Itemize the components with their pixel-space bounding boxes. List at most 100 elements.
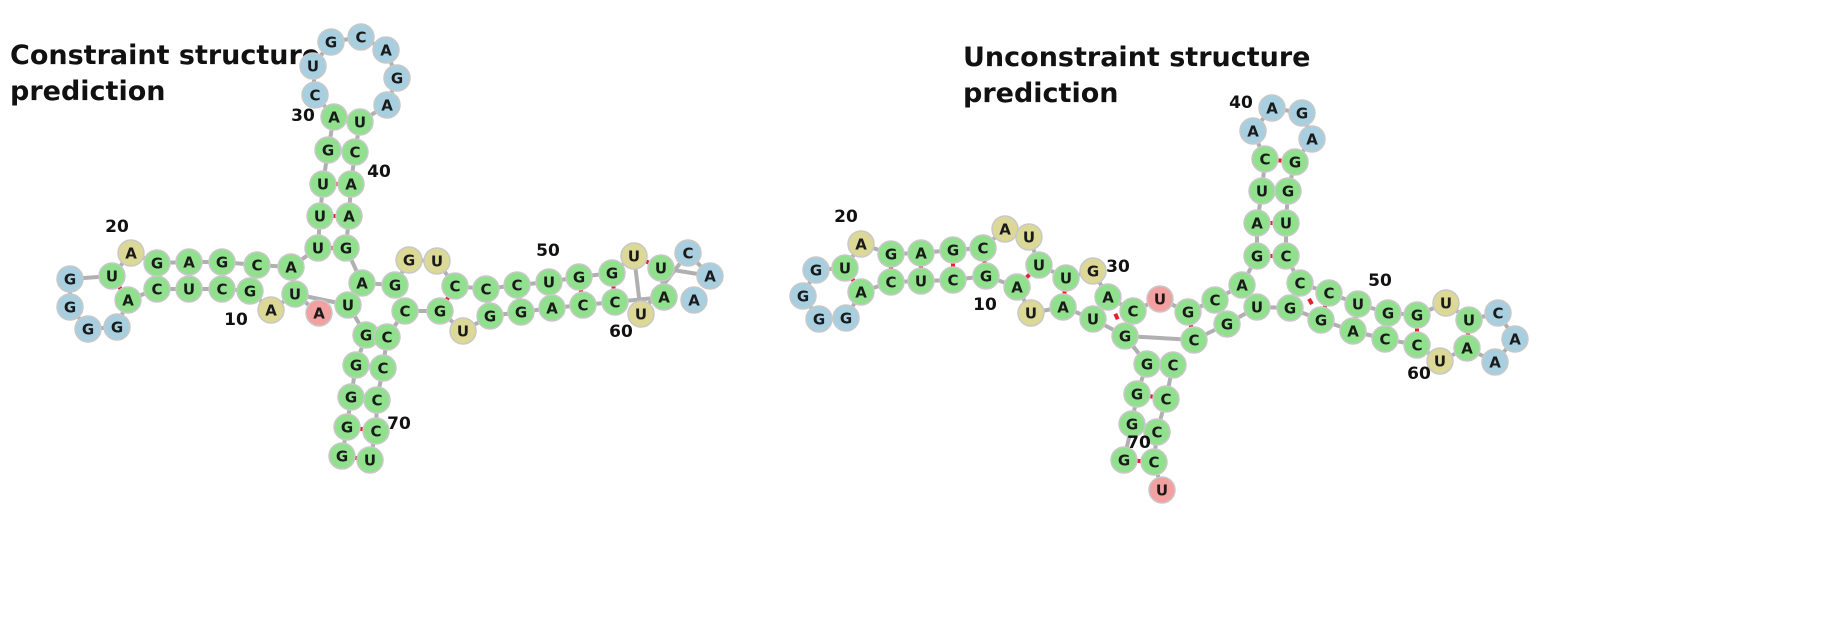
nucleotide: C: [939, 266, 967, 294]
nucleotide-label: A: [658, 289, 670, 307]
nucleotide-circle: [309, 170, 337, 198]
nucleotide-circle: [627, 300, 655, 328]
nucleotide-label: A: [1266, 100, 1278, 118]
nucleotide-label: A: [1236, 277, 1248, 295]
nucleotide-label: C: [1167, 357, 1178, 375]
nucleotide-label: U: [354, 114, 366, 132]
nucleotide-label: C: [609, 294, 620, 312]
nucleotide: U: [334, 291, 362, 319]
nucleotide-label: G: [216, 254, 228, 272]
nucleotide-label: G: [1284, 300, 1296, 318]
nucleotide-label: U: [1251, 299, 1263, 317]
nucleotide-circle: [362, 417, 390, 445]
nucleotide: U: [907, 267, 935, 295]
nucleotide-circle: [356, 446, 384, 474]
nucleotide: C: [1180, 326, 1208, 354]
nucleotide: G: [1281, 148, 1309, 176]
nucleotide-label: C: [977, 240, 988, 258]
nucleotide-label: C: [1280, 248, 1291, 266]
nucleotide: G: [476, 302, 504, 330]
position-number-label: 20: [105, 217, 129, 237]
nucleotide-label: C: [251, 257, 262, 275]
nucleotide-label: G: [797, 288, 809, 306]
nucleotide-label: C: [1160, 391, 1171, 409]
nucleotide-label: C: [511, 277, 522, 295]
nucleotide: A: [117, 239, 145, 267]
nucleotide-label: U: [1154, 291, 1166, 309]
nucleotide: G: [1403, 301, 1431, 329]
nucleotide: C: [877, 268, 905, 296]
nucleotide-circle: [1180, 326, 1208, 354]
nucleotide: C: [362, 417, 390, 445]
nucleotide-circle: [789, 282, 817, 310]
nucleotide: C: [472, 275, 500, 303]
nucleotide-circle: [680, 286, 708, 314]
nucleotide: C: [1119, 297, 1147, 325]
nucleotide: A: [1501, 325, 1529, 353]
nucleotide: G: [328, 442, 356, 470]
nucleotide-circle: [208, 248, 236, 276]
nucleotide: A: [1453, 334, 1481, 362]
nucleotide-label: C: [1411, 337, 1422, 355]
nucleotide-label: A: [1509, 331, 1521, 349]
nucleotide-label: C: [381, 329, 392, 347]
nucleotide: G: [332, 234, 360, 262]
nucleotide: U: [98, 262, 126, 290]
nucleotide-label: A: [313, 305, 325, 323]
nucleotide-circle: [175, 275, 203, 303]
position-number-label: 60: [1407, 364, 1431, 384]
nucleotide-label: U: [307, 58, 319, 76]
nucleotide-label: A: [855, 284, 867, 302]
nucleotide: A: [1228, 271, 1256, 299]
nucleotide-label: G: [151, 255, 163, 273]
nucleotide-label: A: [381, 97, 393, 115]
nucleotide-label: U: [839, 260, 851, 278]
nucleotide-circle: [1281, 148, 1309, 176]
nucleotide-label: U: [1156, 482, 1168, 500]
nucleotide-circle: [647, 254, 675, 282]
nucleotide-circle: [299, 52, 327, 80]
nucleotide: A: [991, 215, 1019, 243]
nucleotide-circle: [1052, 264, 1080, 292]
nucleotide-label: C: [1188, 332, 1199, 350]
nucleotide-circle: [56, 293, 84, 321]
nucleotide-circle: [236, 277, 264, 305]
nucleotide: G: [383, 64, 411, 92]
nucleotide-label: C: [309, 87, 320, 105]
nucleotide: A: [257, 296, 285, 324]
nucleotide-label: C: [1127, 303, 1138, 321]
nucleotide: G: [1213, 310, 1241, 338]
nucleotide-circle: [847, 230, 875, 258]
nucleotide: A: [1298, 125, 1326, 153]
nucleotide-circle: [598, 259, 626, 287]
nucleotide-label: A: [1489, 354, 1501, 372]
nucleotide-label: U: [628, 248, 640, 266]
nucleotide: A: [907, 239, 935, 267]
nucleotide-label: A: [183, 254, 195, 272]
nucleotide: U: [1148, 476, 1176, 504]
nucleotide-label: U: [1087, 311, 1099, 329]
nucleotide-circle: [1111, 322, 1139, 350]
nucleotide-circle: [1110, 446, 1138, 474]
nucleotide: G: [342, 351, 370, 379]
nucleotide: G: [1243, 242, 1271, 270]
nucleotide-circle: [328, 442, 356, 470]
nucleotide-label: G: [434, 303, 446, 321]
nucleotide-circle: [305, 299, 333, 327]
nucleotide: G: [1123, 380, 1151, 408]
nucleotide-circle: [208, 275, 236, 303]
nucleotide-circle: [1201, 286, 1229, 314]
nucleotide-label: G: [980, 268, 992, 286]
nucleotide-circle: [317, 28, 345, 56]
nucleotide-circle: [802, 256, 830, 284]
nucleotide-label: U: [106, 268, 118, 286]
nucleotide-label: G: [1282, 183, 1294, 201]
nucleotide-label: A: [122, 292, 134, 310]
nucleotide: C: [1286, 269, 1314, 297]
nucleotide-label: C: [377, 360, 388, 378]
nucleotide-label: U: [289, 286, 301, 304]
nucleotide: G: [1307, 306, 1335, 334]
nucleotide-circle: [1455, 306, 1483, 334]
nucleotide-circle: [1274, 177, 1302, 205]
nucleotide-circle: [56, 265, 84, 293]
